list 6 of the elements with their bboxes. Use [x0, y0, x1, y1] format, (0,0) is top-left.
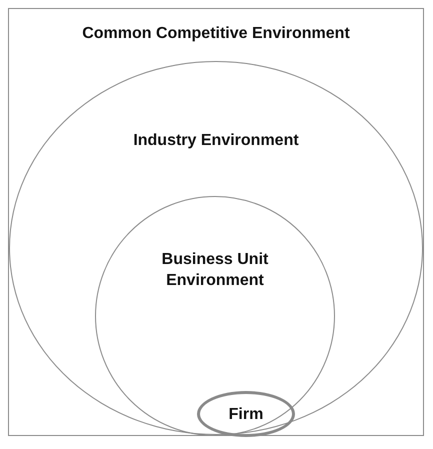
business-unit-circle	[95, 196, 335, 436]
circle-label: Business Unit Environment	[160, 250, 270, 291]
ellipse-label: Industry Environment	[133, 131, 299, 151]
ellipse-label: Firm	[228, 405, 264, 425]
firm-ellipse	[197, 391, 295, 437]
frame-title: Common Competitive Environment	[82, 24, 350, 44]
